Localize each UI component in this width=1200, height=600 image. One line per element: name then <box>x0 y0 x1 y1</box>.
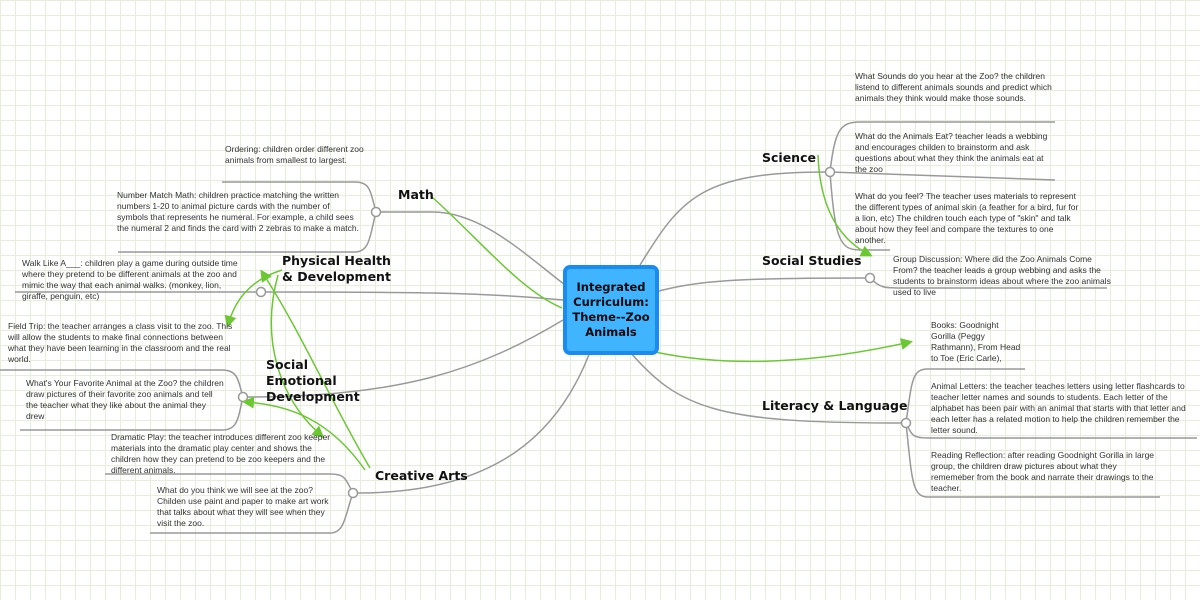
topic-social-studies[interactable]: Social Studies <box>762 253 862 268</box>
topic-creative-arts[interactable]: Creative Arts <box>375 468 468 483</box>
collapse-toggle <box>370 206 382 218</box>
line-social-emotional <box>247 319 564 398</box>
line-physical <box>15 291 564 301</box>
line-creative <box>357 351 591 494</box>
central-topic[interactable]: Integrated Curriculum: Theme--Zoo Animal… <box>563 265 659 355</box>
subtopic[interactable]: Reading Reflection: after reading Goodni… <box>931 450 1155 493</box>
subtopic[interactable]: Field Trip: the teacher arranges a class… <box>8 321 233 364</box>
line-social-studies <box>654 277 866 293</box>
subtopic[interactable]: Number Match Math: children practice mat… <box>117 190 359 233</box>
topic-social-emotional[interactable]: Social Emotional Development <box>266 357 360 404</box>
subtopic[interactable]: Dramatic Play: the teacher introduces di… <box>111 432 331 475</box>
topic-physical-health[interactable]: Physical Health & Development <box>282 253 391 284</box>
subtopic[interactable]: What do the Animals Eat? teacher leads a… <box>855 131 1048 174</box>
line-science <box>639 171 826 266</box>
subtopic[interactable]: What do you feel? The teacher uses mater… <box>855 191 1079 245</box>
line-math <box>380 211 566 286</box>
topic-science[interactable]: Science <box>762 150 816 165</box>
relationship-arrows <box>224 154 913 471</box>
subtopic[interactable]: Walk Like A___: children play a game dur… <box>22 258 238 301</box>
subtopic[interactable]: What's Your Favorite Animal at the Zoo? … <box>26 378 224 421</box>
subtopic[interactable]: Books: Goodnight Gorilla (Peggy Rathmann… <box>931 320 1021 363</box>
line-literacy <box>629 351 902 424</box>
topic-math[interactable]: Math <box>398 187 434 202</box>
topic-literacy-language[interactable]: Literacy & Language <box>762 398 908 413</box>
subtopic[interactable]: Group Discussion: Where did the Zoo Anim… <box>893 254 1111 297</box>
subtopic[interactable]: What Sounds do you hear at the Zoo? the … <box>855 71 1052 103</box>
subtopic[interactable]: Ordering: children order different zoo a… <box>225 144 364 165</box>
subtopic[interactable]: Animal Letters: the teacher teaches lett… <box>931 381 1186 435</box>
subtopic[interactable]: What do you think we will see at the zoo… <box>157 485 329 528</box>
